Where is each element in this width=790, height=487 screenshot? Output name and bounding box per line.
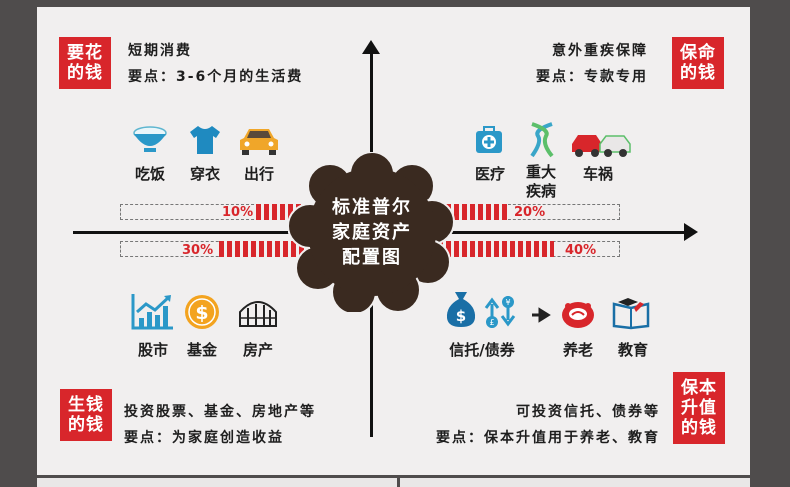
car-crash-icon — [572, 135, 631, 157]
percent-10: 10% — [222, 205, 254, 220]
building-icon — [239, 301, 277, 327]
bottom-strip-right — [400, 478, 750, 487]
bl-label-2: 基金 — [186, 341, 217, 359]
car-icon — [240, 129, 278, 155]
tl-label-3: 出行 — [243, 165, 274, 183]
center-title-line-1: 标准普尔 — [332, 196, 412, 218]
tl-line1: 短期消费 — [128, 43, 192, 59]
br-label-1: 信托/债券 — [449, 341, 515, 359]
book-icon — [612, 298, 650, 330]
svg-text:£: £ — [489, 318, 494, 327]
tr-line2: 要点：专款专用 — [536, 69, 648, 85]
rice-bowl-icon — [133, 126, 167, 152]
br-label-2: 养老 — [562, 341, 593, 359]
percent-30: 30% — [182, 243, 214, 258]
tshirt-icon — [190, 126, 220, 154]
svg-text:¥: ¥ — [505, 298, 510, 307]
tl-label-2: 穿衣 — [189, 165, 220, 183]
badge-protect-money: 保命 的钱 — [672, 37, 724, 89]
stock-chart-icon — [131, 294, 173, 330]
arrow-right-icon — [532, 307, 551, 323]
tr-label-3: 车祸 — [582, 165, 613, 183]
center-title-line-3: 配置图 — [342, 246, 402, 268]
piggy-bank-icon — [562, 302, 594, 328]
tr-line1: 意外重疾保障 — [552, 43, 648, 59]
money-bag-icon: $ — [446, 292, 476, 327]
bl-line2: 要点：为家庭创造收益 — [124, 430, 284, 446]
tr-label-1: 医疗 — [474, 165, 505, 183]
tr-label-2: 重大 疾病 — [525, 163, 556, 200]
percent-20: 20% — [514, 205, 546, 220]
svg-text:$: $ — [195, 302, 208, 324]
center-cloud: 标准普尔 家庭资产 配置图 — [287, 151, 456, 315]
exchange-arrows-icon: £ ¥ — [484, 296, 516, 328]
bl-line1: 投资股票、基金、房地产等 — [124, 404, 316, 420]
badge-make-money: 生钱 的钱 — [60, 389, 112, 441]
bl-label-1: 股市 — [137, 341, 168, 359]
tl-line2: 要点：3-6个月的生活费 — [128, 69, 304, 85]
medical-kit-icon — [476, 126, 502, 153]
center-title-line-2: 家庭资产 — [332, 221, 412, 243]
bl-label-3: 房产 — [242, 341, 273, 359]
vertical-axis-arrow — [362, 40, 380, 54]
bottom-strip-left — [37, 478, 397, 487]
percent-40: 40% — [565, 243, 597, 258]
br-line2: 要点：保本升值用于养老、教育 — [436, 430, 660, 446]
svg-text:$: $ — [456, 307, 466, 325]
br-line1: 可投资信托、债券等 — [516, 404, 660, 420]
horizontal-axis-arrow — [684, 223, 698, 241]
badge-preserve-money: 保本 升值 的钱 — [673, 372, 725, 444]
badge-spend-money: 要花 的钱 — [59, 37, 111, 89]
dollar-coin-icon: $ — [185, 295, 219, 329]
tl-label-1: 吃饭 — [134, 165, 165, 183]
dna-icon — [530, 122, 554, 158]
br-label-3: 教育 — [617, 341, 648, 359]
